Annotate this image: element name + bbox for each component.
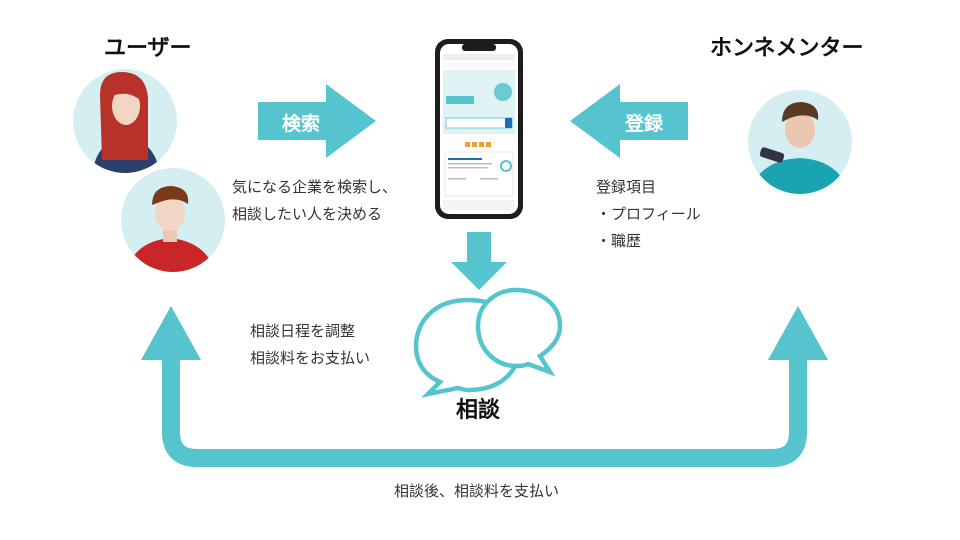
female-user-avatar bbox=[73, 69, 177, 173]
search-desc-line: 相談したい人を決める bbox=[232, 205, 383, 223]
search-description: 気になる企業を検索し、 相談したい人を決める bbox=[232, 174, 397, 228]
register-desc-line: ・プロフィール bbox=[596, 205, 701, 223]
payout-description: 相談後、相談料を支払い bbox=[394, 482, 560, 500]
loop-arrowhead-left bbox=[141, 306, 201, 360]
smartphone-mockup bbox=[435, 39, 523, 219]
consult-speech-bubbles bbox=[413, 287, 563, 398]
register-arrow bbox=[570, 84, 688, 158]
search-arrow bbox=[258, 84, 376, 158]
schedule-desc-line: 相談料をお支払い bbox=[250, 349, 371, 367]
register-desc-line: 登録項目 bbox=[596, 178, 657, 196]
search-step-label: 検索 bbox=[282, 113, 321, 135]
mentor-heading: ホンネメンター bbox=[710, 36, 864, 61]
search-desc-line: 気になる企業を検索し、 bbox=[232, 178, 398, 196]
male-user-avatar bbox=[121, 168, 225, 272]
mentor-avatar bbox=[748, 90, 852, 194]
consult-label: 相談 bbox=[456, 398, 501, 423]
schedule-desc-line: 相談日程を調整 bbox=[250, 322, 356, 340]
register-description: 登録項目 ・プロフィール ・職歴 bbox=[596, 174, 701, 255]
loop-arrowhead-right bbox=[768, 306, 828, 360]
user-heading: ユーザー bbox=[104, 36, 192, 61]
consult-down-arrow bbox=[451, 232, 507, 290]
register-step-label: 登録 bbox=[625, 113, 664, 135]
return-loop-arrow bbox=[162, 338, 807, 467]
schedule-description: 相談日程を調整 相談料をお支払い bbox=[250, 318, 370, 372]
register-desc-line: ・職歴 bbox=[596, 232, 642, 250]
